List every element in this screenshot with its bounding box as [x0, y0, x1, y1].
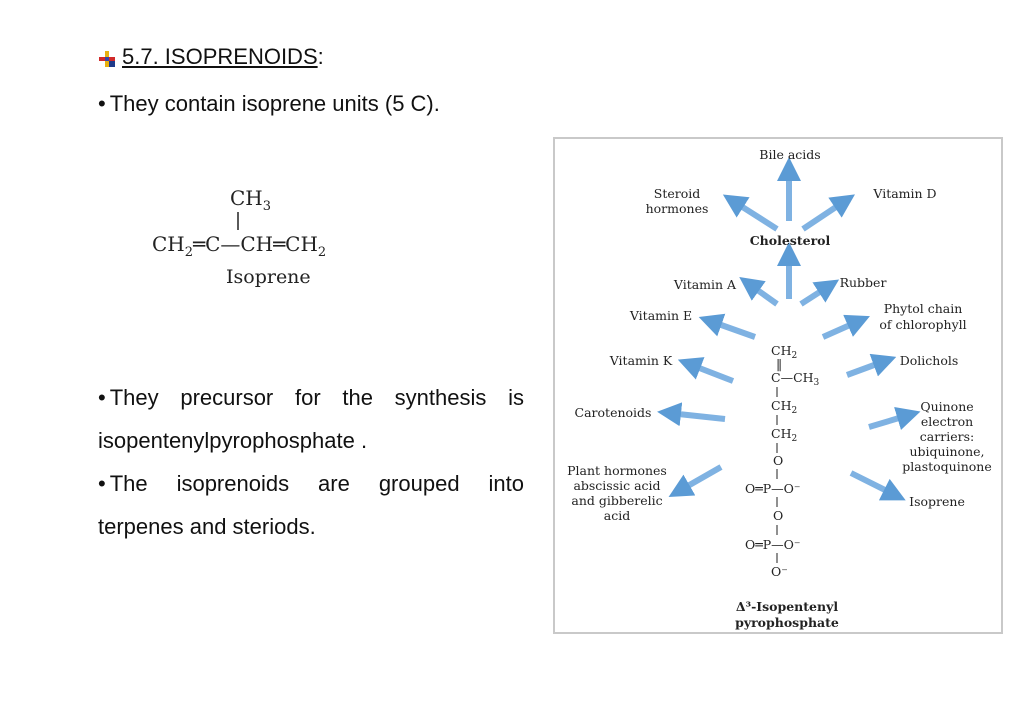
isoprene-structure: CH3 CH2═C—CH═CH2 Isoprene: [150, 186, 410, 296]
isoprene-label: Isoprene: [226, 266, 311, 288]
product-vitamin-k: Vitamin K: [609, 353, 673, 368]
bullet-2: •They precursor for the synthesis is iso…: [98, 385, 524, 453]
product-plant-hormones-3: and gibberelic: [571, 493, 662, 508]
bullet-icon: [98, 48, 116, 67]
ipp-structure: CH2 ‖ C—CH3 CH2 CH2 O O═P—O⁻ O O═P—O⁻ O⁻: [745, 343, 820, 579]
product-rubber: Rubber: [840, 275, 887, 290]
product-plant-hormones-1: Plant hormones: [567, 463, 667, 478]
bullet-2-text: They precursor for the synthesis is isop…: [98, 385, 524, 453]
product-carotenoids: Carotenoids: [575, 405, 652, 420]
svg-text:CH2: CH2: [771, 426, 797, 444]
svg-text:O: O: [773, 508, 783, 523]
product-vitamin-e: Vitamin E: [629, 308, 692, 323]
product-isoprene: Isoprene: [909, 494, 965, 509]
product-quinone-2: electron: [921, 414, 973, 429]
product-quinone-1: Quinone: [920, 399, 973, 414]
product-vitamin-a: Vitamin A: [673, 277, 737, 292]
product-plant-hormones-2: abscissic acid: [573, 478, 660, 493]
product-quinone-4: ubiquinone,: [909, 444, 984, 459]
product-bile-acids: Bile acids: [759, 147, 820, 162]
svg-text:CH2: CH2: [771, 343, 797, 361]
precursor-label-2: pyrophosphate: [735, 615, 839, 630]
product-quinone-5: plastoquinone: [902, 459, 992, 474]
product-dolichols: Dolichols: [900, 353, 959, 368]
svg-text:C—CH3: C—CH3: [771, 370, 820, 388]
isoprenoid-pathway-figure: Bile acids Steroid hormones Vitamin D Ch…: [553, 137, 1003, 634]
bullet-1-text: They contain isoprene units (5 C).: [109, 91, 440, 116]
precursor-label-1: Δ³-Isopentenyl: [736, 599, 838, 614]
section-title-colon: :: [317, 44, 324, 69]
bullet-3: •The isoprenoids are grouped into terpen…: [98, 471, 524, 539]
isoprene-chain: CH2═C—CH═CH2: [152, 232, 327, 260]
product-steroid-hormones-1: Steroid: [654, 186, 700, 201]
product-phytol-1: Phytol chain: [884, 301, 963, 316]
svg-text:‖: ‖: [776, 356, 782, 371]
product-phytol-2: of chlorophyll: [879, 317, 966, 332]
bullet-1: •They contain isoprene units (5 C).: [98, 91, 440, 116]
cholesterol-label: Cholesterol: [750, 233, 831, 248]
bullet-3-text: The isoprenoids are grouped into terpene…: [98, 471, 524, 539]
svg-text:O: O: [773, 453, 783, 468]
product-steroid-hormones-2: hormones: [646, 201, 709, 216]
svg-text:CH2: CH2: [771, 398, 797, 416]
product-quinone-3: carriers:: [920, 429, 974, 444]
isoprene-ch3: CH3: [230, 186, 272, 214]
section-title: 5.7. ISOPRENOIDS: [122, 44, 318, 69]
product-plant-hormones-4: acid: [604, 508, 630, 523]
svg-text:O═P—O⁻: O═P—O⁻: [745, 481, 801, 496]
pathway-arrows: [657, 157, 921, 501]
product-vitamin-d: Vitamin D: [872, 186, 936, 201]
section-heading: 5.7. ISOPRENOIDS :: [98, 44, 324, 70]
svg-text:O═P—O⁻: O═P—O⁻: [745, 537, 801, 552]
pathway-diagram: Bile acids Steroid hormones Vitamin D Ch…: [567, 147, 992, 630]
svg-text:O⁻: O⁻: [771, 564, 788, 579]
